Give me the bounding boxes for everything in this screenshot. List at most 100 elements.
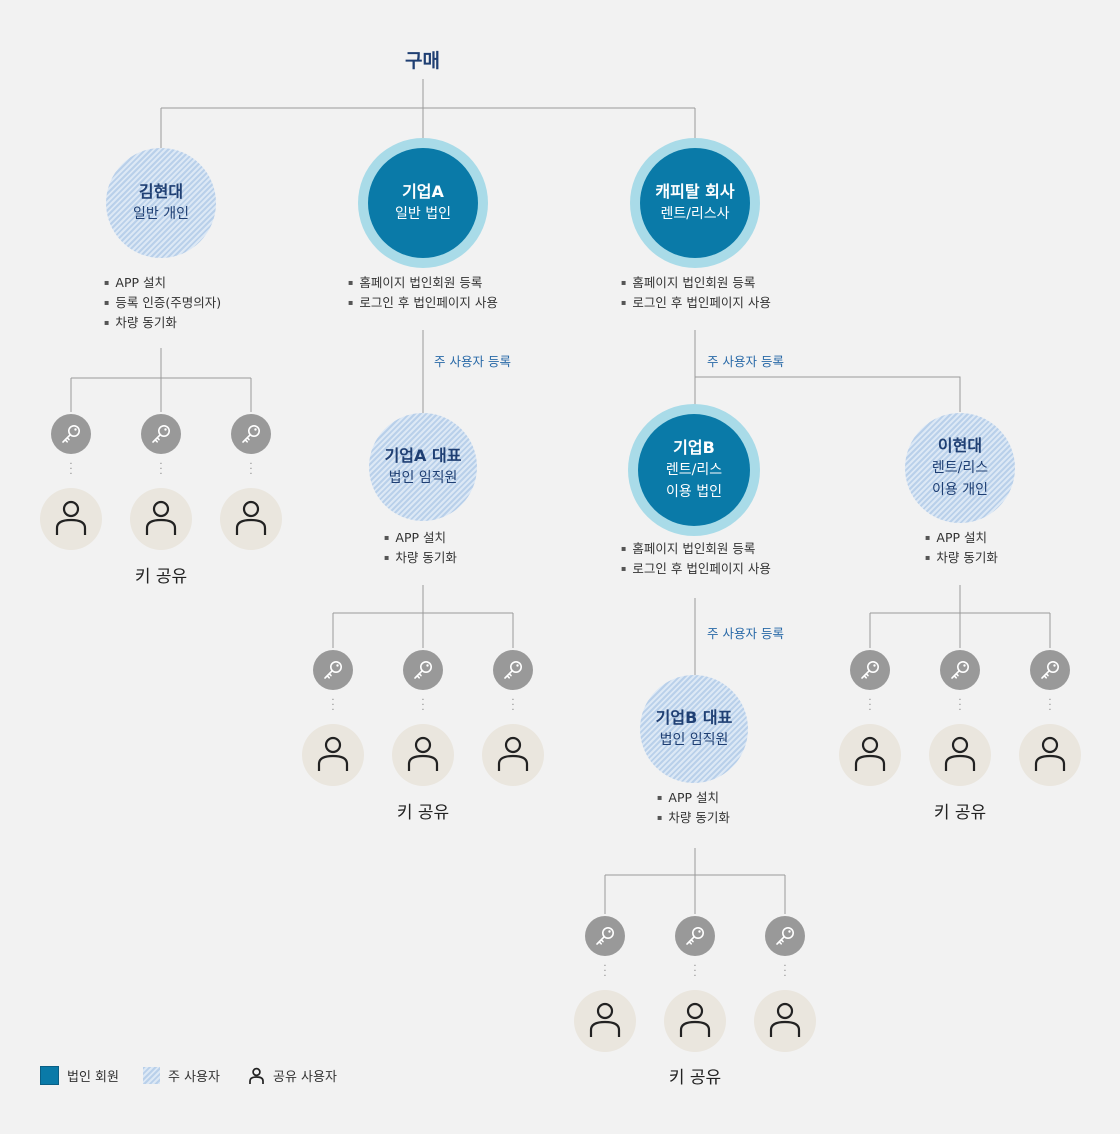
bullet-item: APP 설치 (384, 528, 457, 548)
legend-swatch-solid (40, 1066, 59, 1085)
node-name: 기업B 대표 (655, 708, 733, 727)
shared-user-avatar (929, 724, 991, 786)
key-badge (765, 916, 805, 956)
bullet-item: 홈페이지 법인회원 등록 (348, 273, 498, 293)
legend-label: 주 사용자 (168, 1070, 220, 1085)
node-sub: 일반 법인 (395, 206, 451, 222)
shared-user-avatar (754, 990, 816, 1052)
user-icon (944, 736, 976, 771)
node-capital: 캐피탈 회사 렌트/리스사 (640, 148, 750, 258)
bullet-item: 홈페이지 법인회원 등록 (621, 539, 771, 559)
node-name: 기업B (673, 438, 715, 457)
user-icon (589, 1002, 621, 1037)
user-icon (145, 500, 177, 535)
ellipsis-dots: ··· (69, 459, 73, 480)
user-icon (249, 1067, 264, 1084)
key-icon (686, 927, 704, 945)
key-badge (313, 650, 353, 690)
key-icon (504, 661, 522, 679)
ellipsis-dots: ··· (159, 459, 163, 480)
key-icon (414, 661, 432, 679)
user-icon (854, 736, 886, 771)
legend-label: 법인 회원 (67, 1070, 119, 1085)
user-icon (679, 1002, 711, 1037)
shared-user-avatar (482, 724, 544, 786)
shared-user-avatar (839, 724, 901, 786)
registration-label: 주 사용자 등록 (434, 354, 511, 369)
node-name: 기업A 대표 (384, 446, 462, 465)
bullet-item: 차량 동기화 (925, 548, 997, 568)
bullet-item: APP 설치 (104, 273, 221, 293)
key-icon (242, 425, 260, 443)
user-icon (317, 736, 349, 771)
bullet-item: 차량 동기화 (657, 808, 729, 828)
ellipsis-dots: ··· (1048, 695, 1052, 716)
node-kim: 김현대 일반 개인 (106, 148, 216, 258)
legend-corporate: 법인 회원 (40, 1066, 119, 1085)
shared-user-avatar (130, 488, 192, 550)
bullet-item: 등록 인증(주명의자) (104, 293, 221, 313)
ellipsis-dots: ··· (249, 459, 253, 480)
shared-user-avatar (1019, 724, 1081, 786)
node-name: 캐피탈 회사 (655, 182, 735, 201)
ellipsis-dots: ··· (693, 961, 697, 982)
shared-user-avatar (40, 488, 102, 550)
shared-user-avatar (220, 488, 282, 550)
key-share-label: 키 공유 (396, 803, 450, 823)
node-sub: 렌트/리스 (665, 462, 723, 478)
bullet-item: 로그인 후 법인페이지 사용 (621, 293, 770, 313)
node-sub: 법인 임직원 (388, 470, 458, 486)
node-sub: 법인 임직원 (659, 732, 729, 748)
key-icon (152, 425, 170, 443)
node-corp-a: 기업A 일반 법인 (368, 148, 478, 258)
shared-user-avatar (392, 724, 454, 786)
node-name: 이현대 (937, 436, 983, 455)
bullet-item: 홈페이지 법인회원 등록 (621, 273, 771, 293)
shared-user-avatar (664, 990, 726, 1052)
corp-b-bullets: 홈페이지 법인회원 등록 로그인 후 법인페이지 사용 (621, 539, 771, 579)
key-share-label: 키 공유 (933, 803, 987, 823)
ellipsis-dots: ··· (868, 695, 872, 716)
ellipsis-dots: ··· (603, 961, 607, 982)
node-sub: 렌트/리스사 (660, 206, 730, 222)
node-sub: 이용 개인 (932, 482, 988, 498)
user-icon (1034, 736, 1066, 771)
bullet-item: APP 설치 (657, 788, 730, 808)
key-icon (1041, 661, 1059, 679)
legend-swatch-hatched (143, 1067, 160, 1084)
key-badge (1030, 650, 1070, 690)
node-lee: 이현대 렌트/리스 이용 개인 (905, 413, 1015, 523)
legend-label: 공유 사용자 (273, 1070, 337, 1085)
corp-a-bullets: 홈페이지 법인회원 등록 로그인 후 법인페이지 사용 (348, 273, 498, 313)
key-icon (324, 661, 342, 679)
corp-b-rep-bullets: APP 설치 차량 동기화 (657, 788, 730, 828)
bullet-item: 차량 동기화 (384, 548, 456, 568)
lee-bullets: APP 설치 차량 동기화 (925, 528, 997, 568)
capital-bullets: 홈페이지 법인회원 등록 로그인 후 법인페이지 사용 (621, 273, 771, 313)
key-badge (585, 916, 625, 956)
page-title: 구매 (405, 50, 440, 72)
node-sub: 이용 법인 (666, 484, 722, 500)
bullet-item: 로그인 후 법인페이지 사용 (348, 293, 497, 313)
legend-main-user: 주 사용자 (143, 1066, 220, 1085)
key-icon (861, 661, 879, 679)
user-icon (235, 500, 267, 535)
ellipsis-dots: ··· (783, 961, 787, 982)
ellipsis-dots: ··· (331, 695, 335, 716)
node-corp-b-rep: 기업B 대표 법인 임직원 (640, 675, 748, 783)
key-badge (231, 414, 271, 454)
node-corp-a-rep: 기업A 대표 법인 임직원 (369, 413, 477, 521)
ellipsis-dots: ··· (421, 695, 425, 716)
node-sub: 렌트/리스 (931, 460, 989, 476)
node-sub: 일반 개인 (133, 206, 189, 222)
node-corp-b: 기업B 렌트/리스 이용 법인 (638, 414, 750, 526)
user-icon (497, 736, 529, 771)
user-icon (769, 1002, 801, 1037)
legend-shared-user: 공유 사용자 (248, 1066, 337, 1085)
key-icon (776, 927, 794, 945)
key-icon (596, 927, 614, 945)
user-icon (407, 736, 439, 771)
node-name: 김현대 (138, 182, 184, 201)
key-badge (940, 650, 980, 690)
